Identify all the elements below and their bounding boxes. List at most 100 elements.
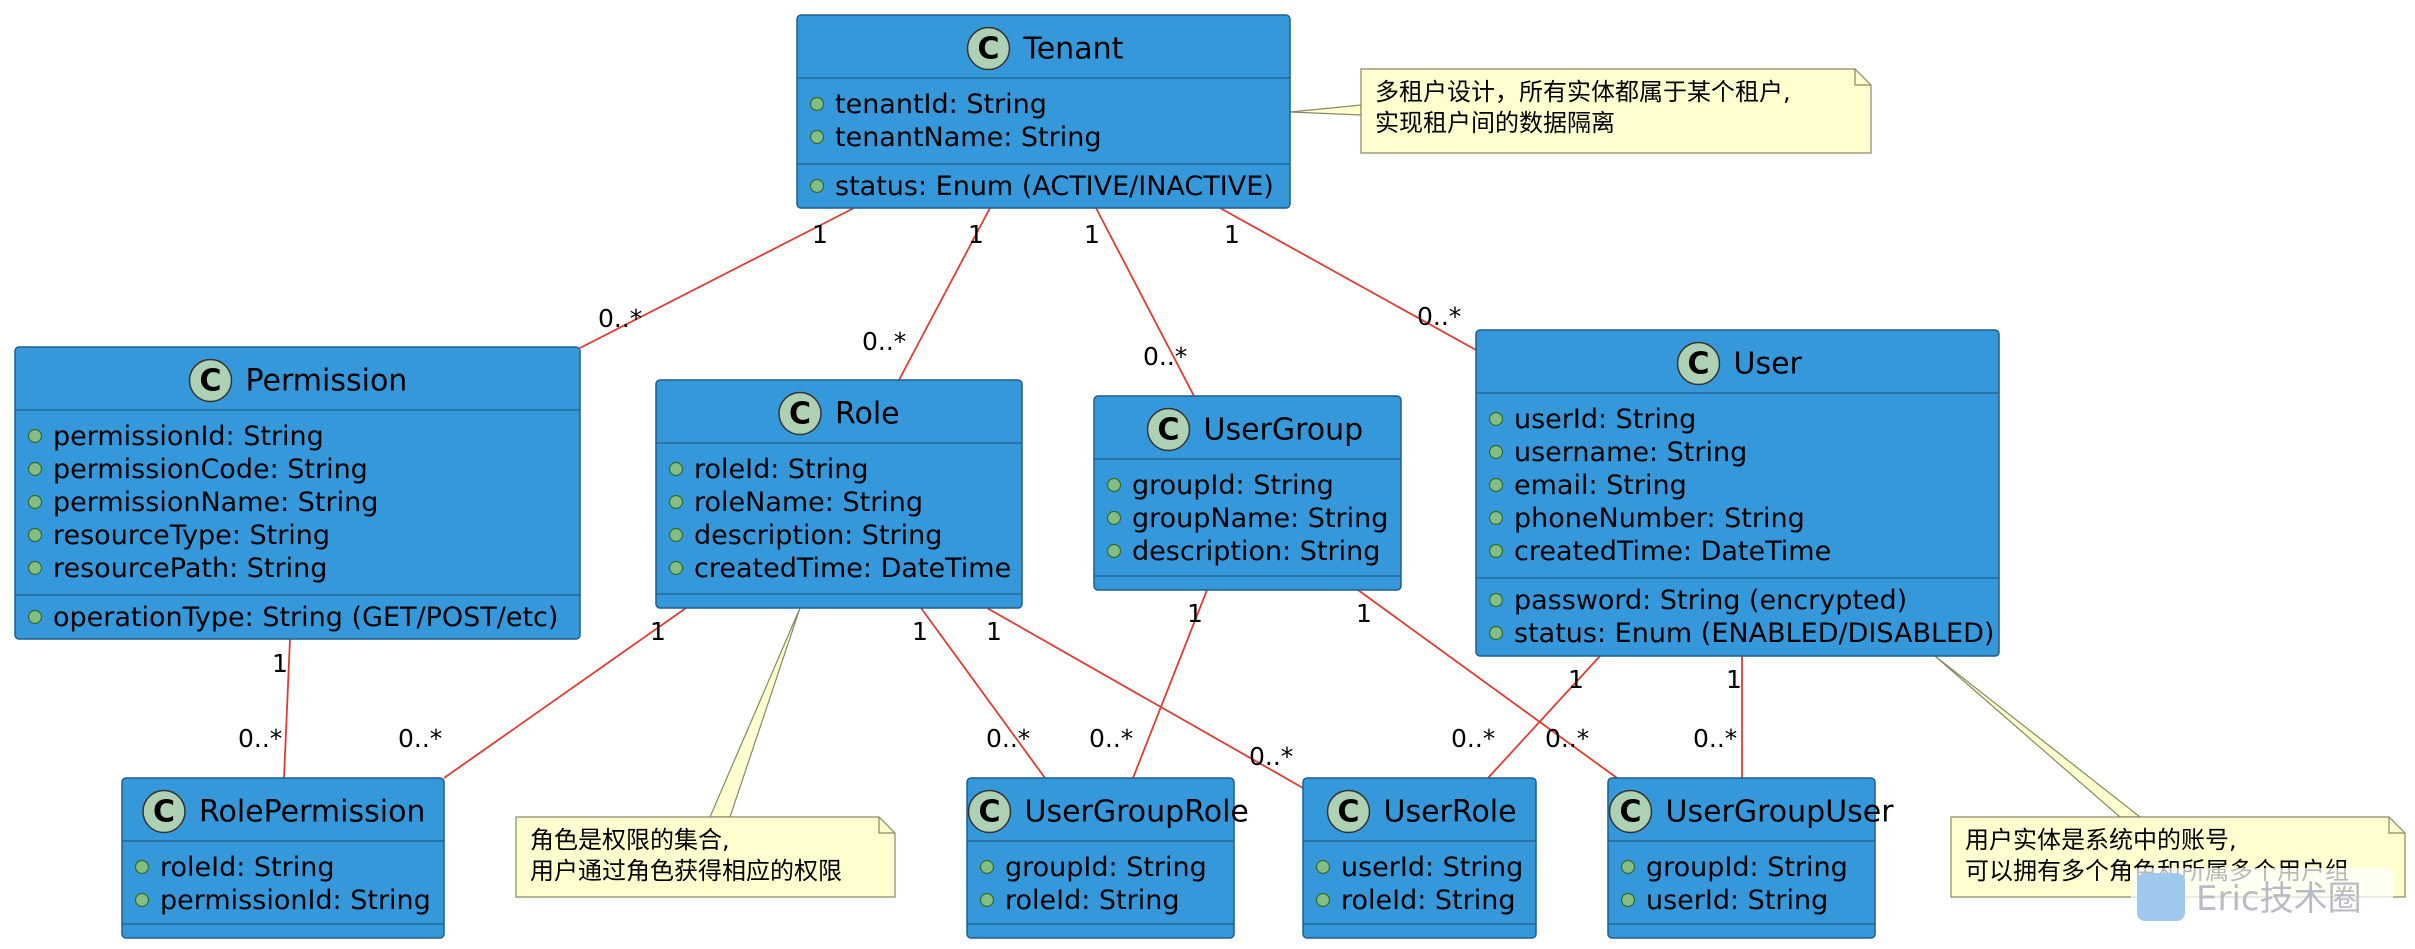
class-name: Permission (246, 364, 408, 399)
association-user-userrole (1487, 655, 1601, 779)
public-visibility-icon (979, 892, 995, 908)
public-visibility-icon (27, 560, 43, 576)
class-badge-icon (966, 26, 1011, 71)
class-member: resourcePath: String (53, 553, 327, 584)
class-box (1475, 329, 2000, 657)
public-visibility-icon (1488, 411, 1504, 427)
class-member: groupName: String (1132, 503, 1388, 534)
class-member: resourceType: String (53, 520, 330, 551)
watermark-text: Eric技术圈 (2196, 879, 2362, 919)
watermark: Eric技术圈 (2131, 868, 2393, 926)
class-badge-letter: C (977, 32, 999, 67)
association-tenant-user (1219, 207, 1477, 351)
class-name: UserGroupUser (1666, 795, 1895, 830)
association-usergroup-usergrouprole (1132, 589, 1208, 779)
public-visibility-icon (1488, 444, 1504, 460)
class-member: roleId: String (1341, 885, 1516, 916)
class-badge-letter: C (789, 397, 811, 432)
association-usergroup-usergroupuser (1357, 589, 1618, 779)
public-visibility-icon (1488, 477, 1504, 493)
note-line: 多租户设计，所有实体都属于某个租户, (1375, 78, 1791, 106)
class-badge-icon (1146, 407, 1191, 452)
public-visibility-icon (809, 96, 825, 112)
public-visibility-icon (668, 527, 684, 543)
multiplicity-label: 0..* (1249, 742, 1293, 771)
class-name: Tenant (1023, 32, 1124, 67)
multiplicity-label: 0..* (238, 724, 282, 753)
note-connector (709, 607, 801, 818)
class-name: RolePermission (199, 795, 425, 830)
multiplicity-label: 1 (968, 220, 984, 249)
class-member: roleId: String (160, 852, 335, 883)
public-visibility-icon (134, 859, 150, 875)
class-member: permissionId: String (160, 885, 431, 916)
multiplicity-label: 1 (650, 617, 666, 646)
class-box (966, 777, 1235, 939)
note-fold (1854, 69, 1871, 86)
class-member: password: String (encrypted) (1514, 585, 1907, 616)
class-box (14, 346, 581, 640)
class-member: tenantName: String (835, 122, 1101, 153)
public-visibility-icon (27, 494, 43, 510)
public-visibility-icon (134, 892, 150, 908)
class-member: permissionName: String (53, 487, 378, 518)
class-name: UserRole (1384, 795, 1517, 830)
class-member: createdTime: DateTime (1514, 536, 1831, 567)
association-role-rolepermission (443, 607, 687, 779)
note-line: 用户通过角色获得相应的权限 (530, 857, 842, 885)
watermark-bg (2131, 868, 2393, 926)
class-member: groupId: String (1005, 852, 1207, 883)
class-box (655, 379, 1023, 609)
multiplicity-label: 1 (1187, 599, 1203, 628)
multiplicity-label: 0..* (598, 304, 642, 333)
public-visibility-icon (1488, 510, 1504, 526)
note-line: 角色是权限的集合, (530, 826, 730, 854)
note-connector (1289, 104, 1362, 116)
multiplicity-label: 0..* (398, 724, 442, 753)
class-badge-letter: C (199, 364, 221, 399)
multiplicity-label: 0..* (1143, 342, 1187, 371)
association-permission-rolepermission (283, 638, 291, 779)
multiplicity-label: 0..* (1417, 302, 1461, 331)
class-member: description: String (1132, 536, 1380, 567)
class-member: groupId: String (1646, 852, 1848, 883)
class-name: User (1734, 347, 1803, 382)
note-connector (1934, 655, 2142, 818)
class-badge-icon (142, 789, 186, 834)
public-visibility-icon (1488, 543, 1504, 559)
class-badge-icon (778, 391, 822, 436)
public-visibility-icon (809, 178, 825, 194)
class-badge-letter: C (1337, 795, 1359, 830)
class-member: permissionCode: String (53, 454, 368, 485)
class-box (796, 14, 1291, 209)
note-line: 实现租户间的数据隔离 (1375, 109, 1615, 137)
multiplicity-label: 0..* (862, 327, 906, 356)
public-visibility-icon (1620, 859, 1636, 875)
class-rolepermission[interactable]: C RolePermission roleId: StringpermissionI… (121, 777, 445, 939)
multiplicity-label: 0..* (1089, 724, 1133, 753)
public-visibility-icon (668, 461, 684, 477)
note-body (1360, 68, 1872, 154)
association-tenant-usergroup (1095, 207, 1195, 397)
class-badge-letter: C (153, 795, 175, 830)
public-visibility-icon (1488, 592, 1504, 608)
public-visibility-icon (27, 461, 43, 477)
class-member: username: String (1514, 437, 1747, 468)
public-visibility-icon (979, 859, 995, 875)
class-member: description: String (694, 520, 942, 551)
public-visibility-icon (1315, 859, 1331, 875)
role-note: 角色是权限的集合, 用户通过角色获得相应的权限 (515, 816, 896, 898)
public-visibility-icon (1315, 892, 1331, 908)
public-visibility-icon (1620, 892, 1636, 908)
multiplicity-label: 0..* (1451, 724, 1495, 753)
class-member: createdTime: DateTime (694, 553, 1011, 584)
